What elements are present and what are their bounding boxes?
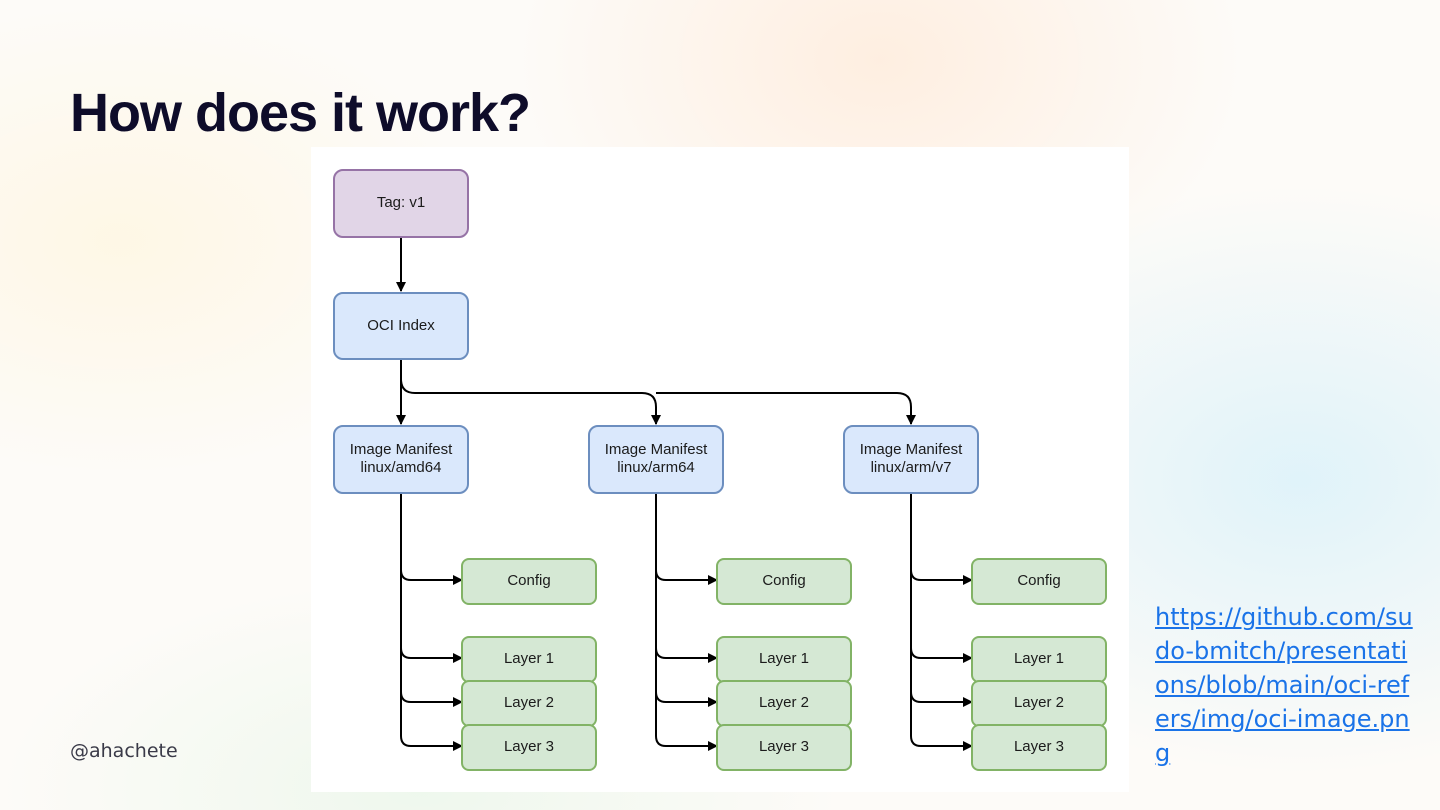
config-node-armv7: Config (971, 558, 1107, 605)
manifest-node-arm64: Image Manifest linux/arm64 (588, 425, 724, 494)
config-node-amd64: Config (461, 558, 597, 605)
manifest-column-armv7: Image Manifest linux/arm/v7 Config Layer… (843, 425, 1107, 771)
index-node: OCI Index (333, 292, 469, 360)
layer-label: Layer 2 (504, 694, 554, 711)
edges-manifest-amd64 (400, 493, 463, 751)
manifest-title: Image Manifest (605, 441, 708, 458)
index-label: OCI Index (367, 317, 435, 334)
config-label: Config (507, 572, 550, 589)
manifest-title: Image Manifest (860, 441, 963, 458)
edges-manifest-arm64 (655, 493, 718, 751)
config-label: Config (1017, 572, 1060, 589)
layer-label: Layer 3 (1014, 738, 1064, 755)
layer-node-amd64-2: Layer 2 (461, 680, 597, 727)
tag-node: Tag: v1 (333, 169, 469, 238)
config-node-arm64: Config (716, 558, 852, 605)
layer-label: Layer 2 (1014, 694, 1064, 711)
manifest-title: Image Manifest (350, 441, 453, 458)
layer-node-armv7-3: Layer 3 (971, 724, 1107, 771)
layer-label: Layer 1 (1014, 650, 1064, 667)
author-handle: @ahachete (70, 740, 178, 762)
layer-label: Layer 1 (504, 650, 554, 667)
manifest-node-armv7: Image Manifest linux/arm/v7 (843, 425, 979, 494)
source-link[interactable]: https://github.com/sudo-bmitch/presentat… (1155, 603, 1413, 767)
edges-manifest-armv7 (910, 493, 973, 751)
manifest-node-amd64: Image Manifest linux/amd64 (333, 425, 469, 494)
layer-label: Layer 1 (759, 650, 809, 667)
layer-node-amd64-3: Layer 3 (461, 724, 597, 771)
config-label: Config (762, 572, 805, 589)
layer-node-armv7-1: Layer 1 (971, 636, 1107, 683)
manifest-platform: linux/arm/v7 (871, 459, 952, 476)
edge-index-to-manifest-arm64 (400, 378, 661, 425)
manifest-column-arm64: Image Manifest linux/arm64 Config Layer … (588, 425, 852, 771)
edge-index-to-manifest-armv7 (656, 392, 916, 425)
layer-node-arm64-3: Layer 3 (716, 724, 852, 771)
layer-label: Layer 3 (504, 738, 554, 755)
manifest-platform: linux/arm64 (617, 459, 695, 476)
layer-node-amd64-1: Layer 1 (461, 636, 597, 683)
layer-node-arm64-1: Layer 1 (716, 636, 852, 683)
layer-node-armv7-2: Layer 2 (971, 680, 1107, 727)
manifest-platform: linux/amd64 (361, 459, 442, 476)
diagram-edges (396, 237, 973, 751)
layer-node-arm64-2: Layer 2 (716, 680, 852, 727)
layer-label: Layer 3 (759, 738, 809, 755)
layer-label: Layer 2 (759, 694, 809, 711)
oci-image-diagram: Tag: v1 OCI Index Image Manifest linux/a… (311, 147, 1129, 792)
tag-label: Tag: v1 (377, 194, 425, 211)
manifest-column-amd64: Image Manifest linux/amd64 Config Layer … (333, 425, 597, 771)
slide-title: How does it work? (70, 83, 531, 143)
